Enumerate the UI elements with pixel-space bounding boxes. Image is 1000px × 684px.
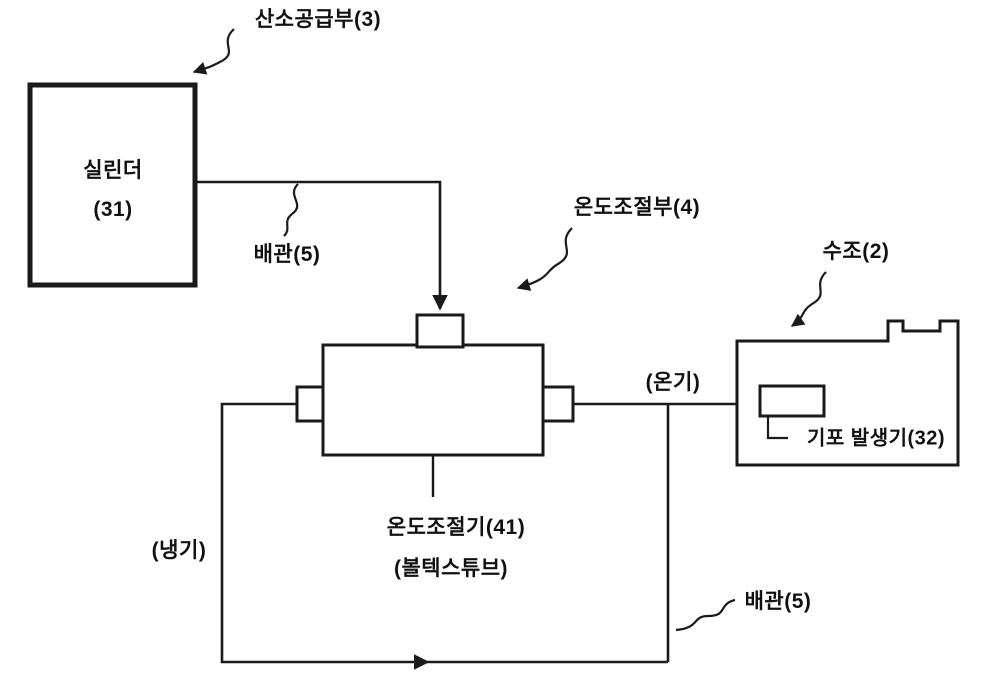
label-cylinder-number: (31): [93, 198, 133, 221]
label-temp-controller: 온도조절기(41): [386, 516, 526, 539]
bubble-generator-connector: [766, 416, 788, 440]
label-bubble-generator: 기포 발생기(32): [806, 427, 946, 450]
label-warm-air: (온기): [645, 371, 701, 394]
pipe-cold-air-left: [220, 402, 430, 670]
pipe-cylinder-to-vortex: [195, 180, 448, 311]
label-pipe-top: 배관(5): [253, 243, 321, 266]
right-port: [541, 385, 575, 423]
cylinder-box: [27, 82, 198, 288]
left-port: [295, 385, 325, 423]
label-oxygen-supply: 산소공급부(3): [254, 8, 382, 31]
leader-temp-control: [516, 227, 573, 291]
label-temp-control-part: 온도조절부(4): [573, 196, 701, 219]
leader-pipe-bottom-squiggle: [675, 598, 736, 632]
leader-oxygen-supply: [192, 28, 235, 75]
tank-box: [735, 319, 960, 467]
label-pipe-bottom: 배관(5): [744, 590, 812, 613]
top-port: [415, 313, 465, 349]
label-cylinder: 실린더: [83, 159, 143, 182]
temp-control-box: [321, 343, 545, 457]
leader-pipe-top-squiggle: [283, 183, 299, 237]
label-cold-air: (냉기): [151, 539, 207, 562]
label-water-tank: 수조(2): [822, 240, 890, 263]
bubble-generator-box: [758, 384, 826, 418]
leader-tank: [790, 271, 827, 327]
label-vortex-tube: (볼텍스튜브): [393, 557, 509, 580]
